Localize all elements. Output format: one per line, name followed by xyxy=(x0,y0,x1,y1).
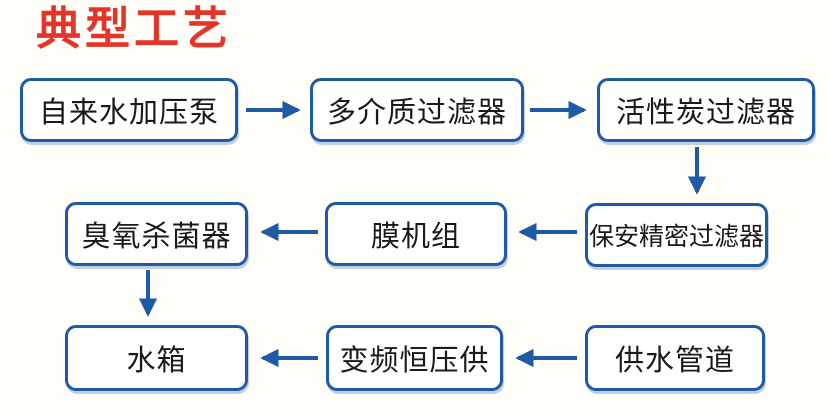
node-water-supply-pipeline: 供水管道 xyxy=(585,325,765,391)
node-membrane-unit: 膜机组 xyxy=(325,202,507,266)
node-security-precision-filter: 保安精密过滤器 xyxy=(585,203,768,267)
page-title: 典型工艺 xyxy=(36,3,233,54)
node-tap-water-pump: 自来水加压泵 xyxy=(20,78,238,142)
node-ozone-sterilizer: 臭氧杀菌器 xyxy=(65,202,248,266)
node-activated-carbon-filter: 活性炭过滤器 xyxy=(597,78,815,142)
node-vfd-constant-pressure: 变频恒压供 xyxy=(326,325,503,391)
node-multi-media-filter: 多介质过滤器 xyxy=(310,78,524,142)
node-water-tank: 水箱 xyxy=(65,325,248,391)
